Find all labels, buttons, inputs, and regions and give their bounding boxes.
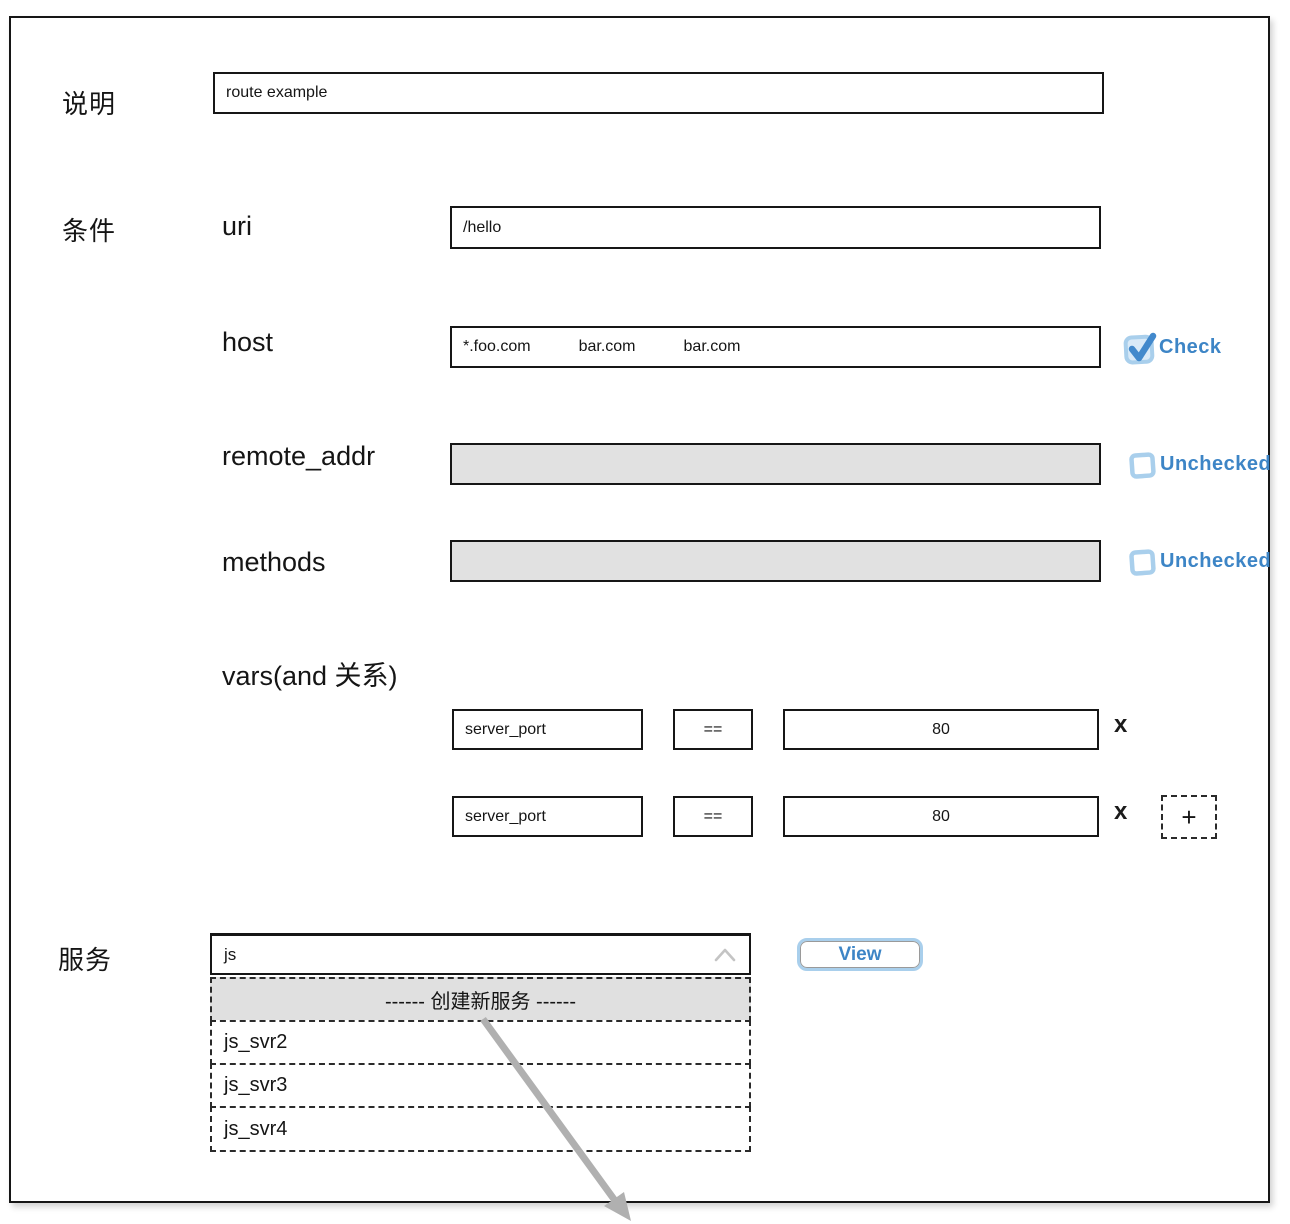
var-add-button[interactable]: +	[1161, 795, 1217, 839]
service-combobox[interactable]: js	[210, 933, 751, 975]
host-check-label[interactable]: Check	[1159, 336, 1222, 358]
host-value-3: bar.com	[683, 338, 741, 355]
host-checkbox[interactable]	[1122, 329, 1160, 367]
methods-check-label[interactable]: Unchecked	[1160, 550, 1272, 572]
vars-label: vars(and 关系)	[222, 661, 398, 691]
chevron-up-icon	[714, 948, 736, 961]
dropdown-option[interactable]: js_svr4	[210, 1106, 751, 1152]
description-input[interactable]: route example	[213, 72, 1104, 114]
service-combobox-value: js	[224, 944, 237, 964]
description-input-value: route example	[226, 84, 328, 101]
dropdown-option[interactable]: js_svr3	[210, 1063, 751, 1108]
host-value-1: *.foo.com	[463, 338, 531, 355]
remote-addr-input	[450, 443, 1101, 485]
remote-addr-check-label[interactable]: Unchecked	[1160, 453, 1272, 475]
var-name-value: server_port	[465, 807, 546, 825]
var-value-value: 80	[932, 720, 950, 738]
checked-checkbox-icon	[1123, 332, 1157, 365]
description-label: 说明	[62, 89, 117, 119]
uri-label: uri	[222, 211, 253, 241]
var-operator-select[interactable]: ==	[673, 796, 753, 837]
var-value-input[interactable]: 80	[783, 796, 1099, 837]
remote-addr-label: remote_addr	[222, 441, 376, 471]
service-section-label: 服务	[58, 945, 113, 975]
conditions-section-label: 条件	[62, 216, 117, 246]
dropdown-create-service-item[interactable]: ------ 创建新服务 ------	[210, 977, 751, 1022]
var-name-input[interactable]: server_port	[452, 709, 643, 750]
var-remove-button[interactable]: x	[1114, 798, 1128, 825]
var-value-input[interactable]: 80	[783, 709, 1099, 750]
var-operator-select[interactable]: ==	[673, 709, 753, 750]
unchecked-checkbox-icon	[1129, 452, 1156, 479]
view-button[interactable]: View	[797, 938, 923, 971]
methods-checkbox[interactable]	[1127, 546, 1159, 580]
uri-input-value: /hello	[463, 218, 502, 236]
unchecked-checkbox-icon	[1129, 549, 1156, 576]
host-input[interactable]: *.foo.com bar.com bar.com	[450, 326, 1101, 368]
host-label: host	[222, 327, 274, 357]
var-remove-button[interactable]: x	[1114, 711, 1128, 738]
dropdown-option[interactable]: js_svr2	[210, 1020, 751, 1065]
var-name-input[interactable]: server_port	[452, 796, 643, 837]
host-value-2: bar.com	[578, 338, 636, 355]
methods-input	[450, 540, 1101, 582]
uri-input[interactable]: /hello	[450, 206, 1101, 249]
var-name-value: server_port	[465, 720, 546, 738]
var-operator-value: ==	[703, 807, 723, 825]
methods-label: methods	[222, 547, 326, 577]
var-value-value: 80	[932, 807, 950, 825]
var-operator-value: ==	[703, 720, 723, 738]
host-values: *.foo.com bar.com bar.com	[463, 338, 740, 356]
remote-addr-checkbox[interactable]	[1127, 449, 1159, 483]
